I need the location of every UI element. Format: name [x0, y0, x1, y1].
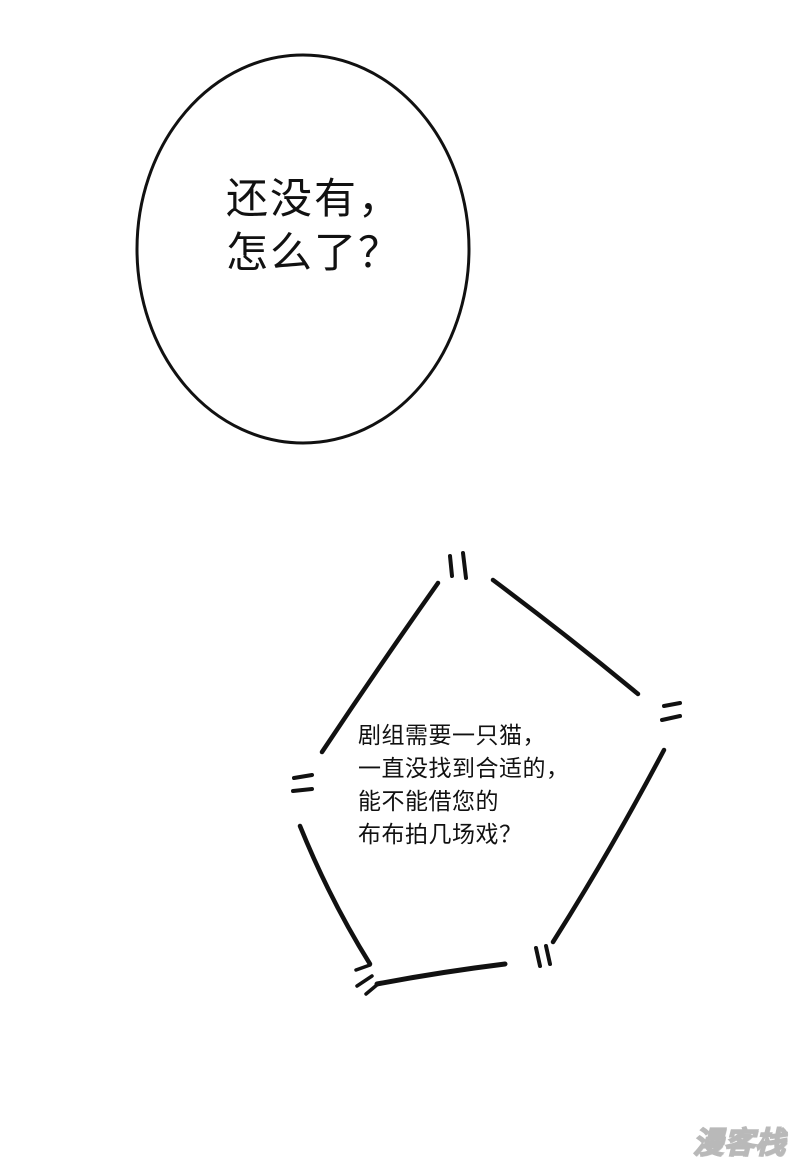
dialogue-line: 一直没找到合适的，: [358, 756, 570, 782]
pentagon-speech-bubble: [291, 551, 682, 996]
oval-speech-bubble: [135, 53, 471, 445]
dialogue-line: 怎么了？: [226, 228, 403, 277]
dialogue-line: 还没有，: [226, 174, 403, 223]
dialogue-line: 布布拍几场戏？: [358, 822, 523, 848]
watermark-logo-text: 漫客栈: [692, 1125, 786, 1162]
site-watermark: 漫客栈: [692, 1118, 786, 1162]
oval-bubble-text: 还没有， 怎么了？: [226, 172, 402, 280]
dialogue-line: 能不能借您的: [358, 789, 499, 815]
dialogue-line: 剧组需要一只猫，: [358, 723, 546, 749]
pentagon-bubble-text: 剧组需要一只猫， 一直没找到合适的， 能不能借您的 布布拍几场戏？: [358, 720, 570, 852]
